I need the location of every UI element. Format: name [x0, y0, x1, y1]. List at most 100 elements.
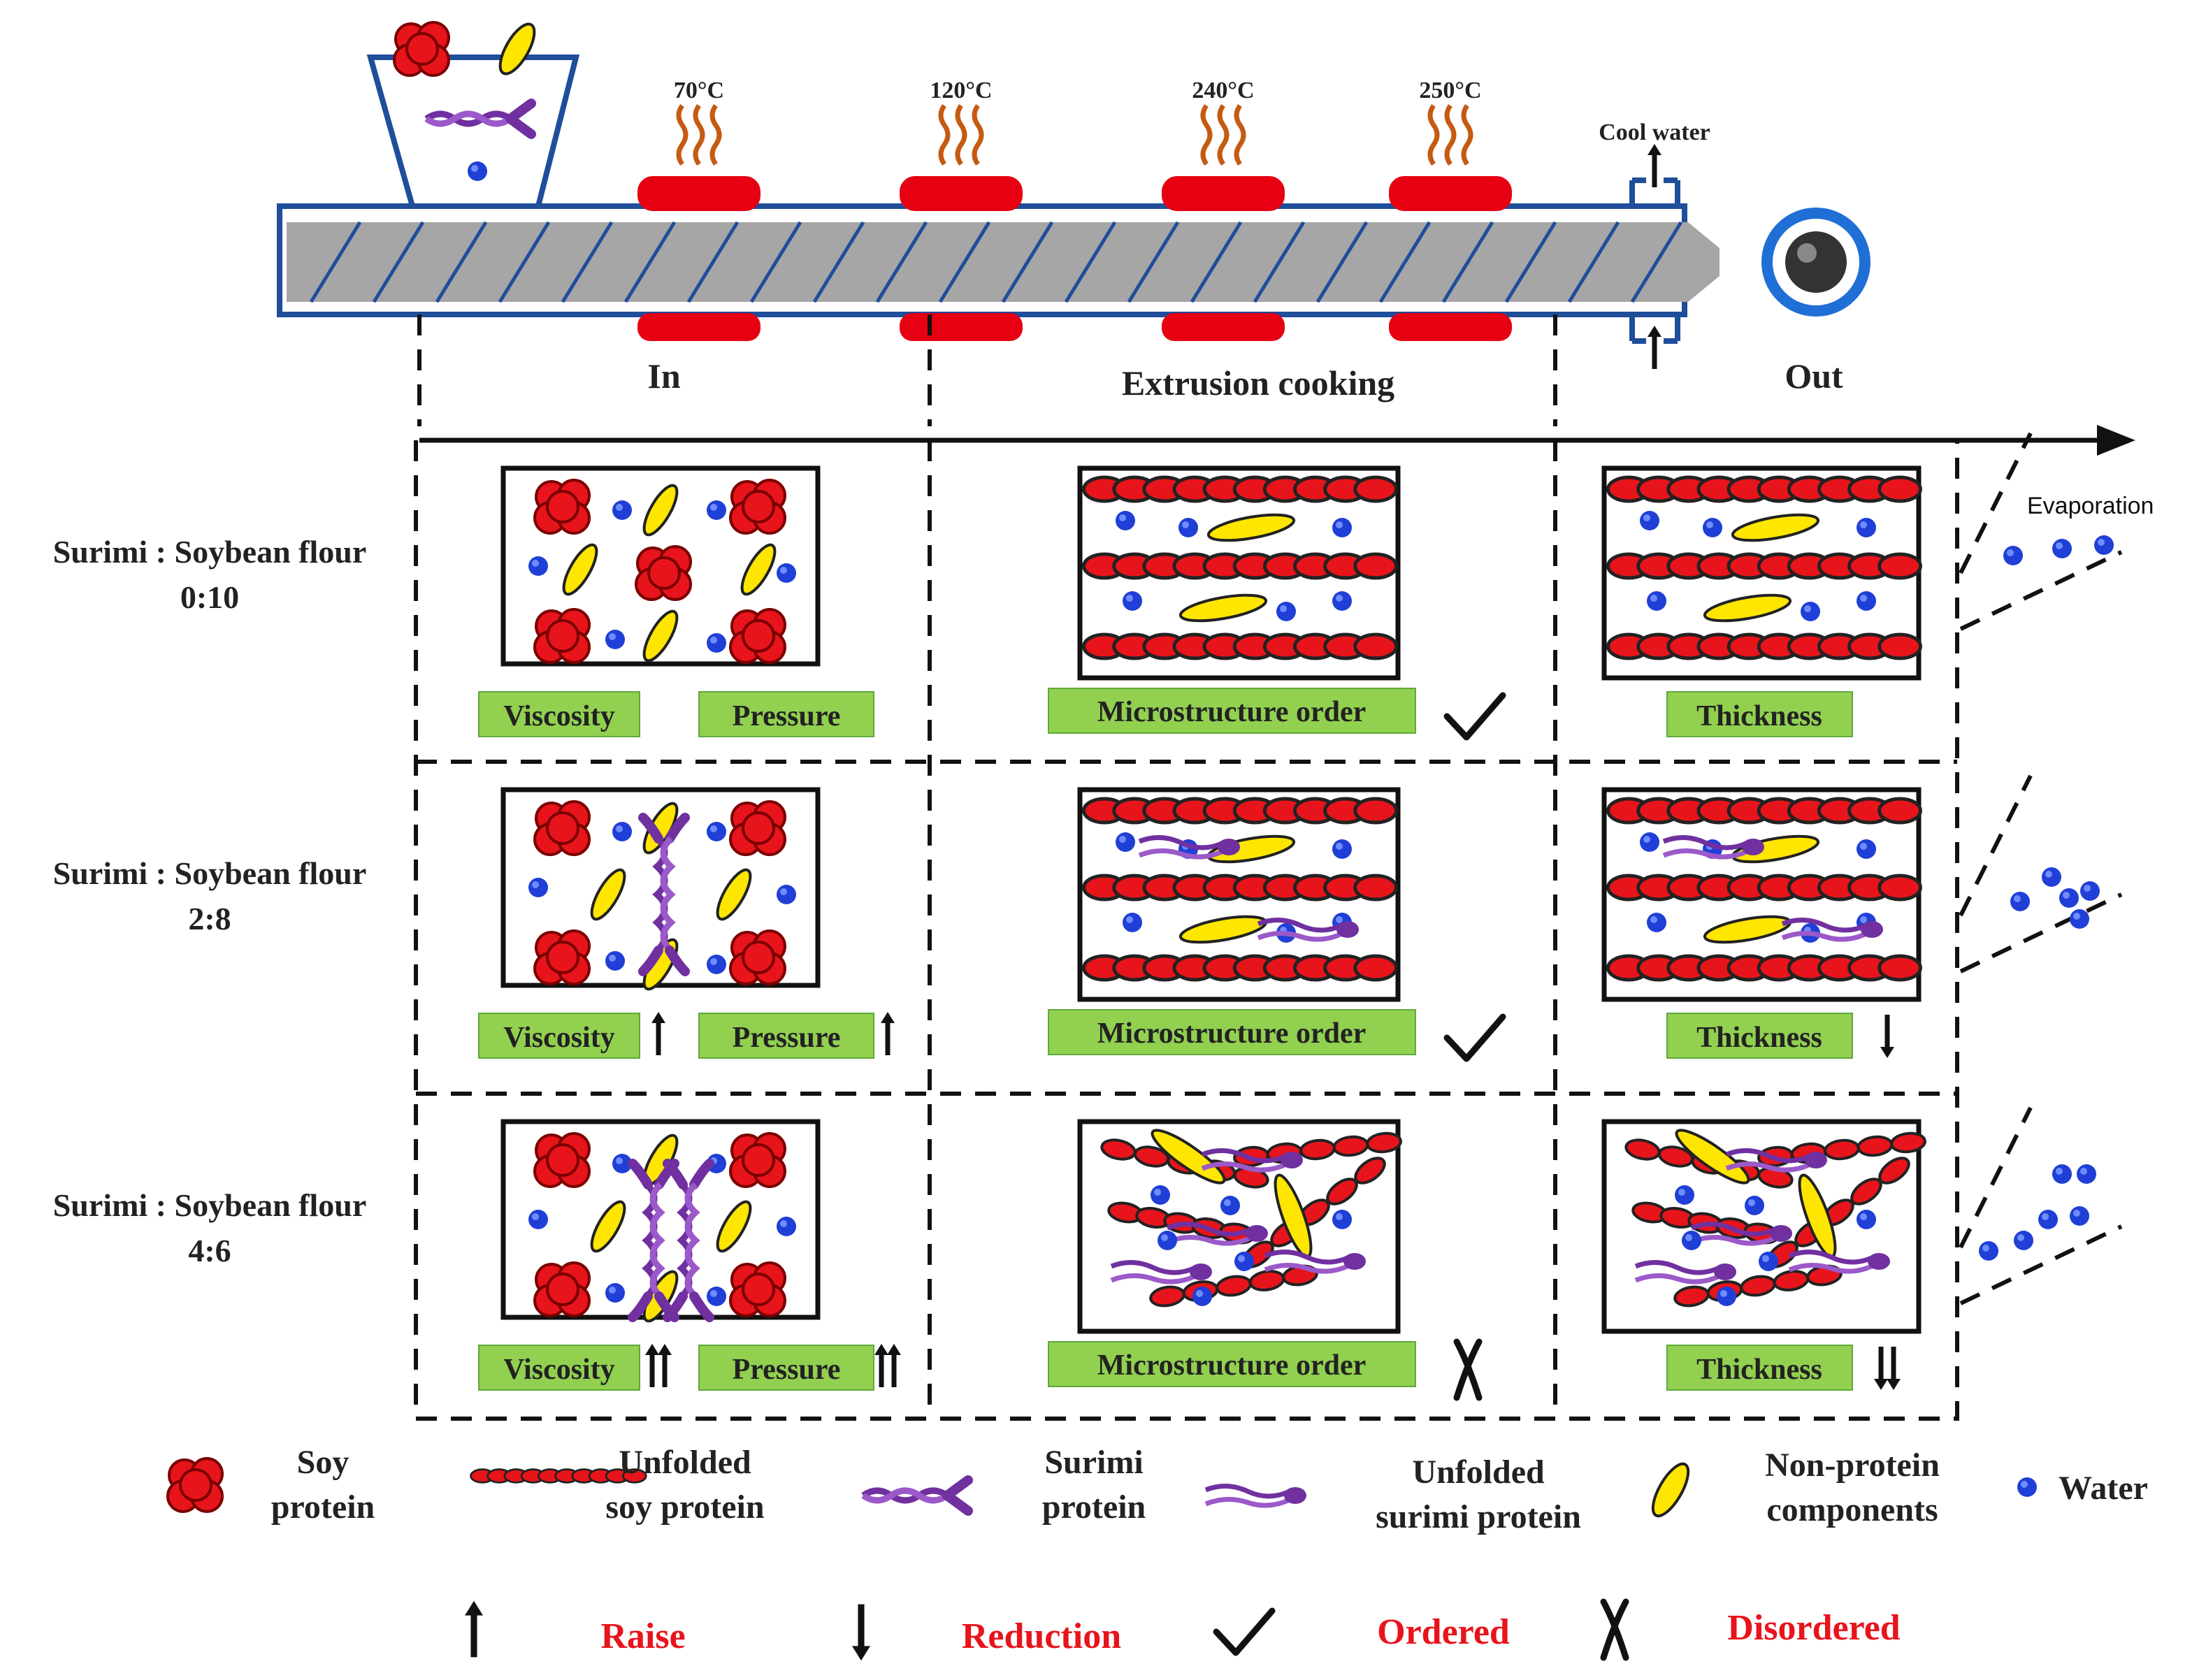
water-icon [1116, 832, 1135, 852]
water-icon [777, 563, 796, 583]
unfolded-soy-protein-icon [1084, 554, 1397, 578]
unfolded-soy-protein-icon [1608, 635, 1921, 658]
legend-unfolded-surimi-line1: Unfolded [1412, 1454, 1545, 1491]
heater-bottom [1162, 313, 1285, 341]
water-icon [1640, 832, 1659, 852]
water-icon [1682, 1231, 1701, 1250]
steam-icon [1427, 103, 1440, 166]
heater-top [637, 176, 760, 211]
screw-flight [435, 221, 488, 303]
screw-flight [372, 221, 425, 303]
mechanism-grid [414, 440, 1959, 1421]
non-protein-icon [590, 1200, 626, 1253]
unfolded-soy-protein-icon [1608, 876, 1921, 899]
steam-icon [1461, 103, 1473, 166]
evaporated-water-icon [2059, 888, 2079, 908]
soy-protein-icon [729, 1132, 786, 1188]
water-icon [1220, 1196, 1240, 1215]
thickness-label-bg [1666, 1013, 1853, 1059]
pressure-label-bg [698, 1013, 874, 1059]
unfolded-soy-protein-icon [1878, 1157, 1910, 1185]
ordered-check-icon [1447, 695, 1503, 737]
thickness-label: Thickness [1696, 700, 1822, 732]
screw-flight [938, 221, 991, 303]
steam-icon [955, 103, 967, 166]
disordered-x-icon [1457, 1342, 1479, 1398]
water-icon [1123, 591, 1142, 611]
water-icon [1759, 1252, 1778, 1271]
unfolded-soy-protein-icon [1084, 956, 1397, 980]
water-icon [1640, 511, 1659, 530]
soy-protein-icon [533, 929, 591, 985]
unfolded-soy-protein-icon [1366, 1131, 1402, 1154]
steam-icon [1200, 103, 1213, 166]
legend-unfolded-soy-line2: soy protein [605, 1489, 764, 1526]
key-ordered-check-icon [1216, 1611, 1272, 1653]
viscosity-label-bg [478, 1013, 640, 1059]
non-protein-icon [716, 1200, 752, 1253]
water-icon [1857, 1210, 1876, 1229]
soy-protein-icon [533, 1261, 591, 1317]
heater-bottom [1389, 313, 1512, 341]
evaporated-water-icon [2070, 1206, 2089, 1226]
water-icon [777, 1217, 796, 1236]
key-raise-label: Raise [600, 1616, 685, 1656]
unfolded-soy-protein-icon [1608, 477, 1921, 501]
water-icon [777, 885, 796, 904]
stage-in-label: In [647, 356, 680, 396]
evaporated-water-icon [2038, 1210, 2058, 1229]
hopper [366, 55, 580, 209]
legend-unfolded-soy-line1: Unfolded [619, 1444, 751, 1481]
soy-protein-icon [729, 608, 786, 664]
cooling-jacket-bottom [1629, 314, 1680, 344]
evaporated-water-icon [2052, 539, 2072, 558]
soy-protein-icon [533, 608, 591, 664]
evaporation-cone [1959, 1106, 2123, 1305]
microstructure-label-bg [1048, 688, 1416, 734]
key-reduction-label: Reduction [962, 1616, 1121, 1656]
evaporated-water-icon [2094, 535, 2114, 555]
water-icon [528, 878, 548, 897]
pressure-trend-arrow-icon [874, 1344, 888, 1387]
screw-flight [309, 221, 362, 303]
pressure-trend-arrow-icon [881, 1012, 895, 1055]
steam-icon [972, 103, 984, 166]
unfolded-soy-protein-icon [1084, 477, 1397, 501]
steam-icon [938, 103, 951, 166]
water-icon [1857, 839, 1876, 859]
screw-flight [1315, 221, 1369, 303]
screw-flight [561, 221, 614, 303]
water-icon [1178, 518, 1198, 537]
water-icon [1151, 1185, 1170, 1205]
screw-flight [1190, 221, 1243, 303]
water-icon [1675, 1185, 1694, 1205]
stage-out-label: Out [1785, 356, 1843, 396]
water-icon [1647, 913, 1666, 932]
legend-water-icon [2017, 1477, 2037, 1497]
ratio-label-line1: Surimi : Soybean flour [53, 855, 367, 891]
water-icon [1116, 511, 1135, 530]
water-icon [1158, 1231, 1177, 1250]
unfolded-soy-protein-icon [1084, 876, 1397, 899]
screw-flight [1567, 221, 1620, 303]
non-protein-icon [1151, 1129, 1226, 1185]
water-icon [1801, 602, 1820, 621]
ratio-label-line1: Surimi : Soybean flour [53, 1187, 367, 1223]
screw-flight [623, 221, 677, 303]
legend-non-protein-icon [1651, 1462, 1690, 1518]
heater-top [1162, 176, 1285, 211]
water-icon [1857, 591, 1876, 611]
non-protein-icon [716, 868, 752, 921]
ratio-label-line2: 4:6 [188, 1233, 231, 1268]
cooling-jacket-top [1629, 178, 1680, 206]
legend-surimi-protein-line2: protein [1042, 1489, 1146, 1526]
screw-flight [1127, 221, 1180, 303]
heater-bottom [637, 313, 760, 341]
evaporation-cone [1959, 432, 2123, 631]
water-icon [1192, 1287, 1212, 1306]
non-protein-icon [1703, 593, 1792, 623]
legend-unfolded-surimi-line2: surimi protein [1376, 1498, 1581, 1535]
legend-surimi-protein-icon [863, 1480, 968, 1511]
